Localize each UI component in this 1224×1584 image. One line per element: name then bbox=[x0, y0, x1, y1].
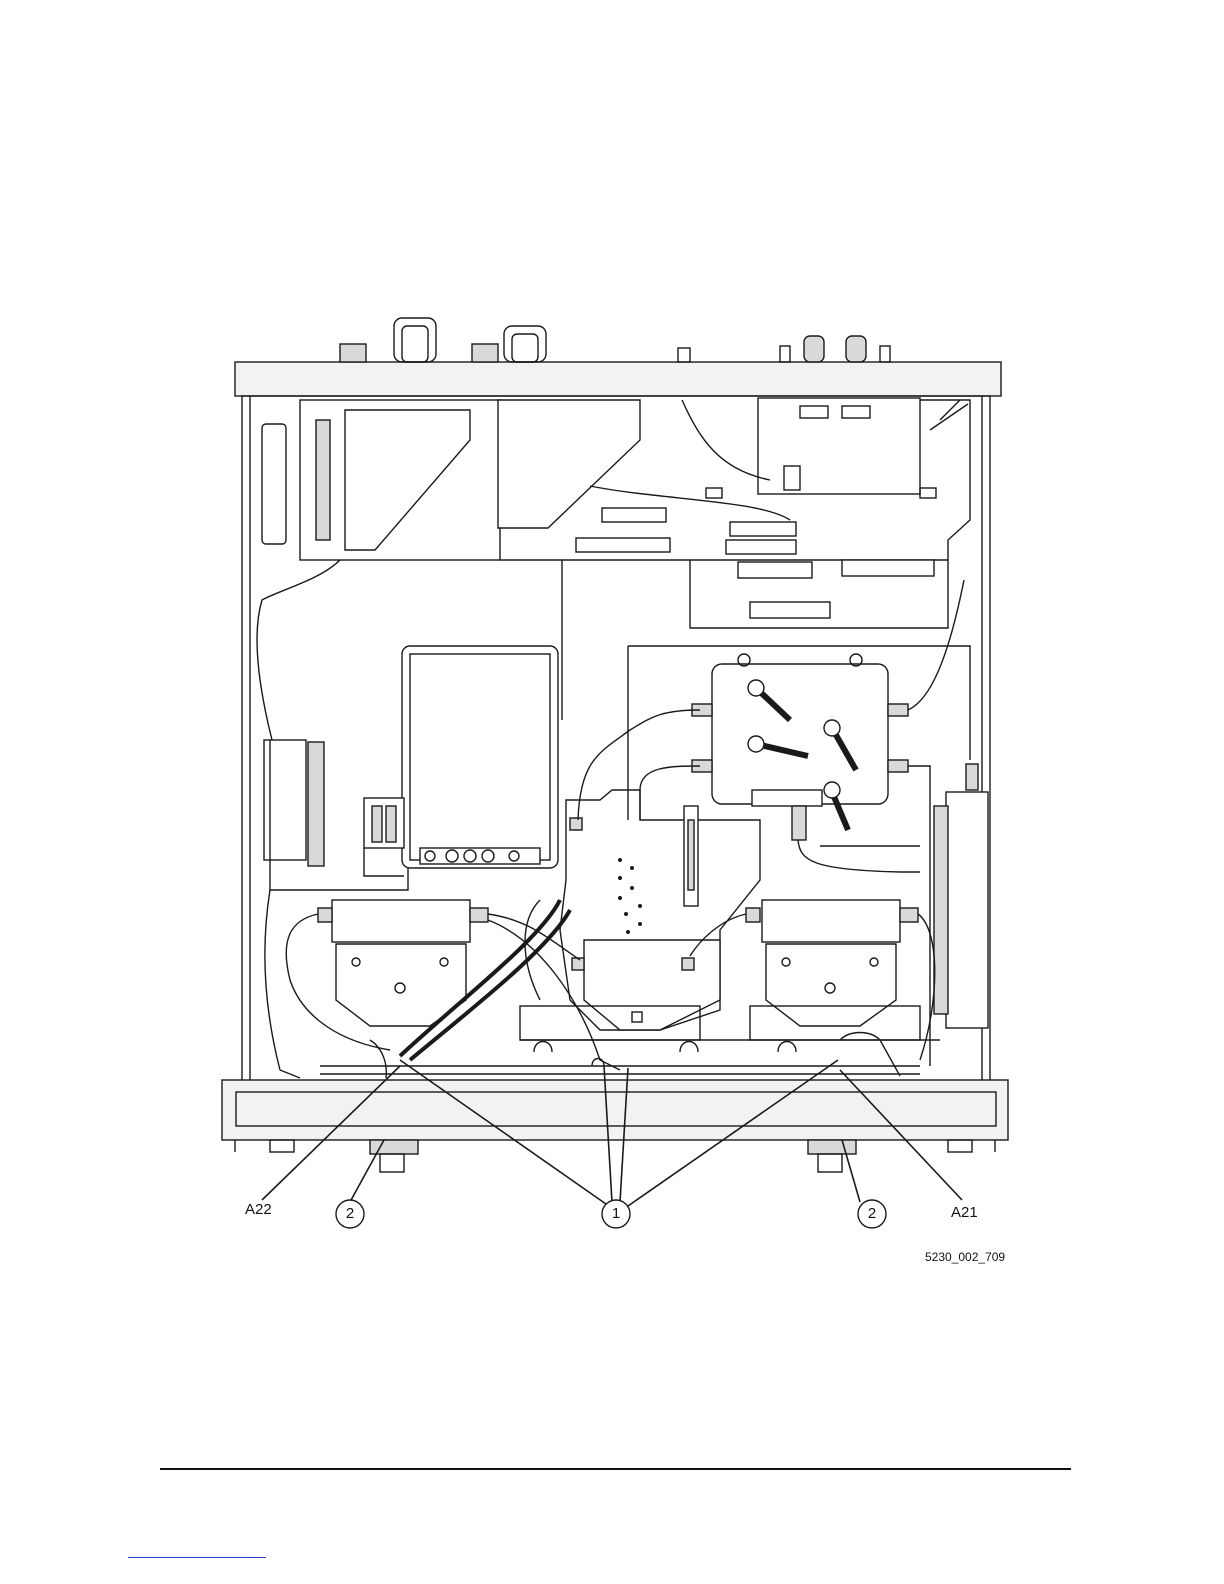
coupler-block bbox=[712, 664, 888, 804]
callout-label-a22: A22 bbox=[245, 1201, 272, 1218]
lower-right-amplifier bbox=[762, 900, 900, 942]
upper-right-board bbox=[758, 398, 920, 494]
rear-connector bbox=[804, 336, 824, 362]
rear-handle-right bbox=[504, 326, 546, 362]
lower-left-amplifier bbox=[332, 900, 470, 942]
figure-id: 5230_002_709 bbox=[925, 1250, 1005, 1264]
callout-number-2-left: 2 bbox=[336, 1200, 364, 1228]
rear-handle-left bbox=[394, 318, 436, 362]
board-connector bbox=[842, 560, 934, 576]
front-panel bbox=[222, 1080, 1008, 1140]
board-connector bbox=[730, 522, 796, 536]
rear-panel bbox=[235, 362, 1001, 396]
right-bracket bbox=[946, 792, 988, 1028]
callout-label-a21: A21 bbox=[951, 1204, 978, 1221]
board-connector bbox=[576, 538, 670, 552]
callout-number-2-right: 2 bbox=[858, 1200, 886, 1228]
footer-rule bbox=[160, 1468, 1071, 1470]
front-port-connector-right bbox=[808, 1140, 856, 1154]
rear-connector bbox=[846, 336, 866, 362]
board-connector bbox=[726, 540, 796, 554]
source-board-shield bbox=[402, 646, 558, 868]
board-connector bbox=[602, 508, 666, 522]
footer-link-underline[interactable] bbox=[128, 1557, 266, 1558]
board-connector bbox=[738, 562, 812, 578]
callout-number-1: 1 bbox=[602, 1200, 630, 1228]
board-connector bbox=[750, 602, 830, 618]
